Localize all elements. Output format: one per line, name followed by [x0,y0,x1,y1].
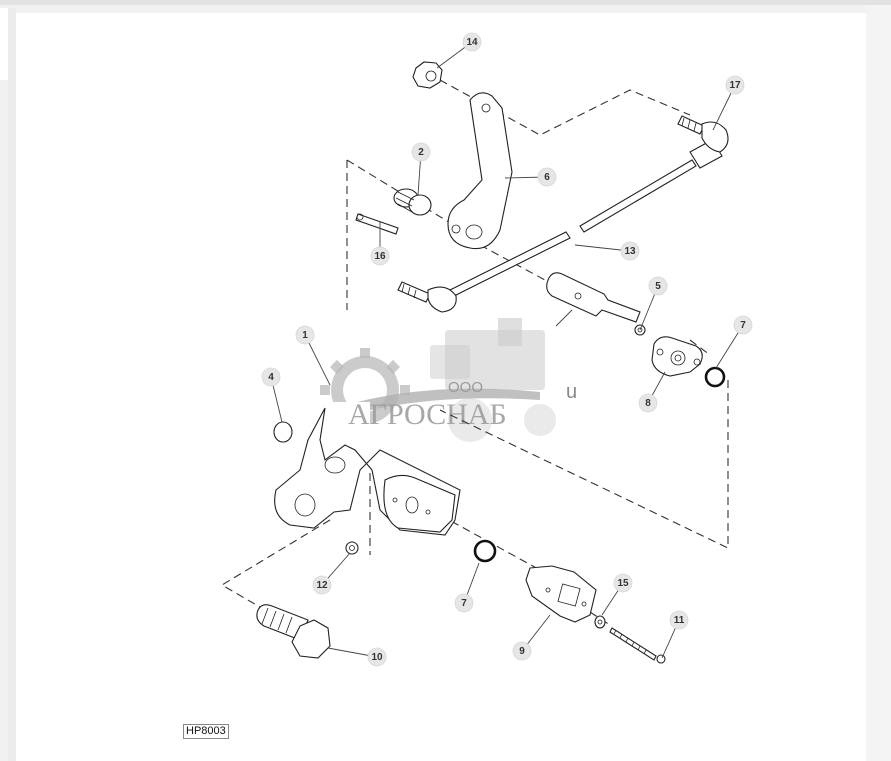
callout-number: 11 [674,615,685,626]
callout-bubble [725,75,745,95]
part-o-ring-7-upper [704,366,726,388]
combine-harvester-icon [430,318,556,442]
part-sensor-9 [525,565,597,623]
callout-1: 1 [295,325,331,386]
callout-bubble [648,276,668,296]
callout-bubble [370,246,390,266]
gear-icon [320,348,540,424]
callout-bubble [638,393,658,413]
callout-number: 13 [624,246,636,257]
callout-number: 7 [461,598,467,609]
callout-17: 17 [712,75,745,131]
callout-bubble [512,641,532,661]
callout-13: 13 [574,241,640,261]
part-o-ring-7-lower [473,539,497,563]
callout-bubble [454,593,474,613]
callout-9: 9 [512,614,551,661]
callout-bubble [295,325,315,345]
left-side-panel [0,8,8,80]
callout-number: 4 [268,372,274,383]
callout-4: 4 [261,367,283,423]
callout-15: 15 [601,573,633,616]
callout-5: 5 [639,276,668,331]
part-spring-2 [393,188,432,216]
callout-6: 6 [504,167,557,187]
part-flange-8 [651,336,703,377]
callout-number: 2 [418,147,424,158]
callout-7: 7 [715,315,753,369]
callout-10: 10 [327,647,387,667]
callout-8: 8 [638,371,666,413]
part-shaft [546,272,641,327]
callout-number: 8 [645,398,651,409]
callout-16: 16 [370,222,390,266]
callout-bubble [613,573,633,593]
part-pin-16 [355,213,399,235]
watermark-company-name: АГРОСНАБ [348,398,507,431]
callout-11: 11 [661,610,689,659]
part-washer-15 [594,615,606,629]
part-nut-14 [412,61,443,89]
callout-number: 12 [316,580,328,591]
callout-bubble [620,241,640,261]
figure-id-label: HP8003 [183,724,229,739]
callout-number: 9 [519,646,525,657]
callout-number: 7 [740,320,746,331]
callout-number: 15 [617,578,629,589]
browser-top-bar [0,0,891,5]
callout-bubble [462,32,482,52]
part-ball-joint-17 [677,115,729,153]
callout-number: 6 [544,172,550,183]
callout-bubble [537,167,557,187]
part-bracket-1 [274,407,461,536]
callout-number: 1 [302,330,308,341]
watermark-prefix: ООО [448,379,483,396]
callout-number: 10 [371,652,383,663]
callout-bubble [733,315,753,335]
callout-bubble [367,647,387,667]
part-bolt-10 [256,604,331,659]
callout-number: 17 [729,80,741,91]
right-scroll-gutter[interactable] [866,5,891,761]
callout-number: 5 [655,281,661,292]
callout-number: 14 [466,37,478,48]
callout-12: 12 [312,552,351,595]
part-circlip-4 [273,421,293,443]
callout-number: 16 [374,251,386,262]
watermark-stray-letter: u [566,381,577,403]
watermark-logo: ООО АГРОСНАБ u [320,318,577,442]
part-nut-12 [345,541,359,555]
callout-bubble [312,575,332,595]
callout-bubble [669,610,689,630]
callout-7: 7 [454,562,480,613]
part-screw-11 [609,627,666,664]
callout-2: 2 [411,142,431,196]
callout-14: 14 [436,32,482,69]
callout-bubble [411,142,431,162]
left-margin-strip [8,8,16,761]
part-lever-arm-6 [447,92,513,250]
callout-bubble [261,367,281,387]
part-ball-joint-lower [397,281,457,313]
